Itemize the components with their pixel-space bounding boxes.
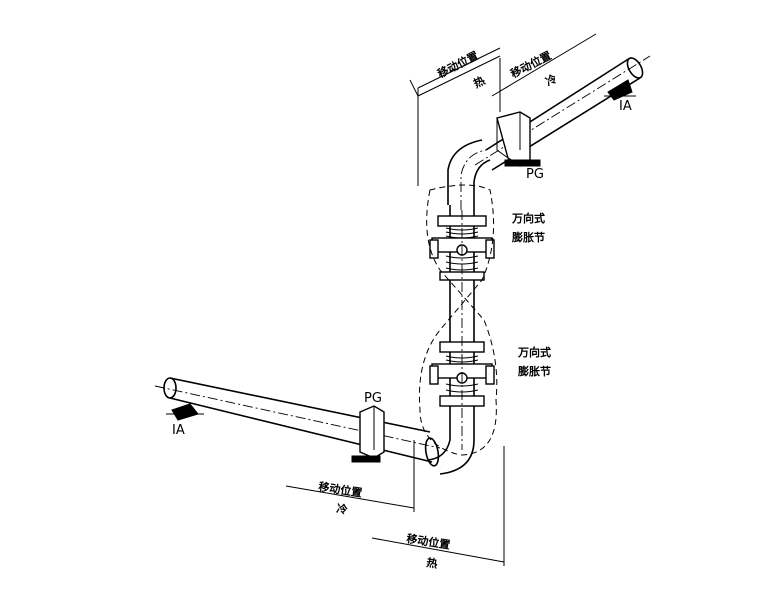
upper-guide-label: PG [526,167,544,182]
lower-guide [351,405,385,463]
offset-cold-bottom-label: 移动位置 [318,479,364,500]
lower-joint-label-2: 膨胀节 [517,364,551,378]
lower-guide-label: PG [364,391,382,406]
dimension-lines [285,33,597,566]
cold-bottom-label: 冷 [336,501,349,517]
lower-elbow [424,437,475,475]
lower-anchor-label: IA [172,423,185,438]
upper-joint-label-2: 膨胀节 [511,230,545,244]
lower-pipe [154,377,441,463]
offset-hot-bottom-label: 移动位置 [406,531,452,552]
upper-elbow [447,139,491,210]
upper-joint-label-1: 万向式 [511,211,545,225]
hot-top-label: 热 [471,73,487,90]
cold-top-label: 冷 [543,71,559,88]
upper-guide [496,111,541,167]
offset-hot-top-label: 移动位置 [435,48,481,80]
upper-anchor-label: IA [619,99,632,114]
lower-joint-label-1: 万向式 [517,345,551,359]
hot-bottom-label: 热 [426,555,439,571]
lower-gimbal-joint [429,210,495,450]
